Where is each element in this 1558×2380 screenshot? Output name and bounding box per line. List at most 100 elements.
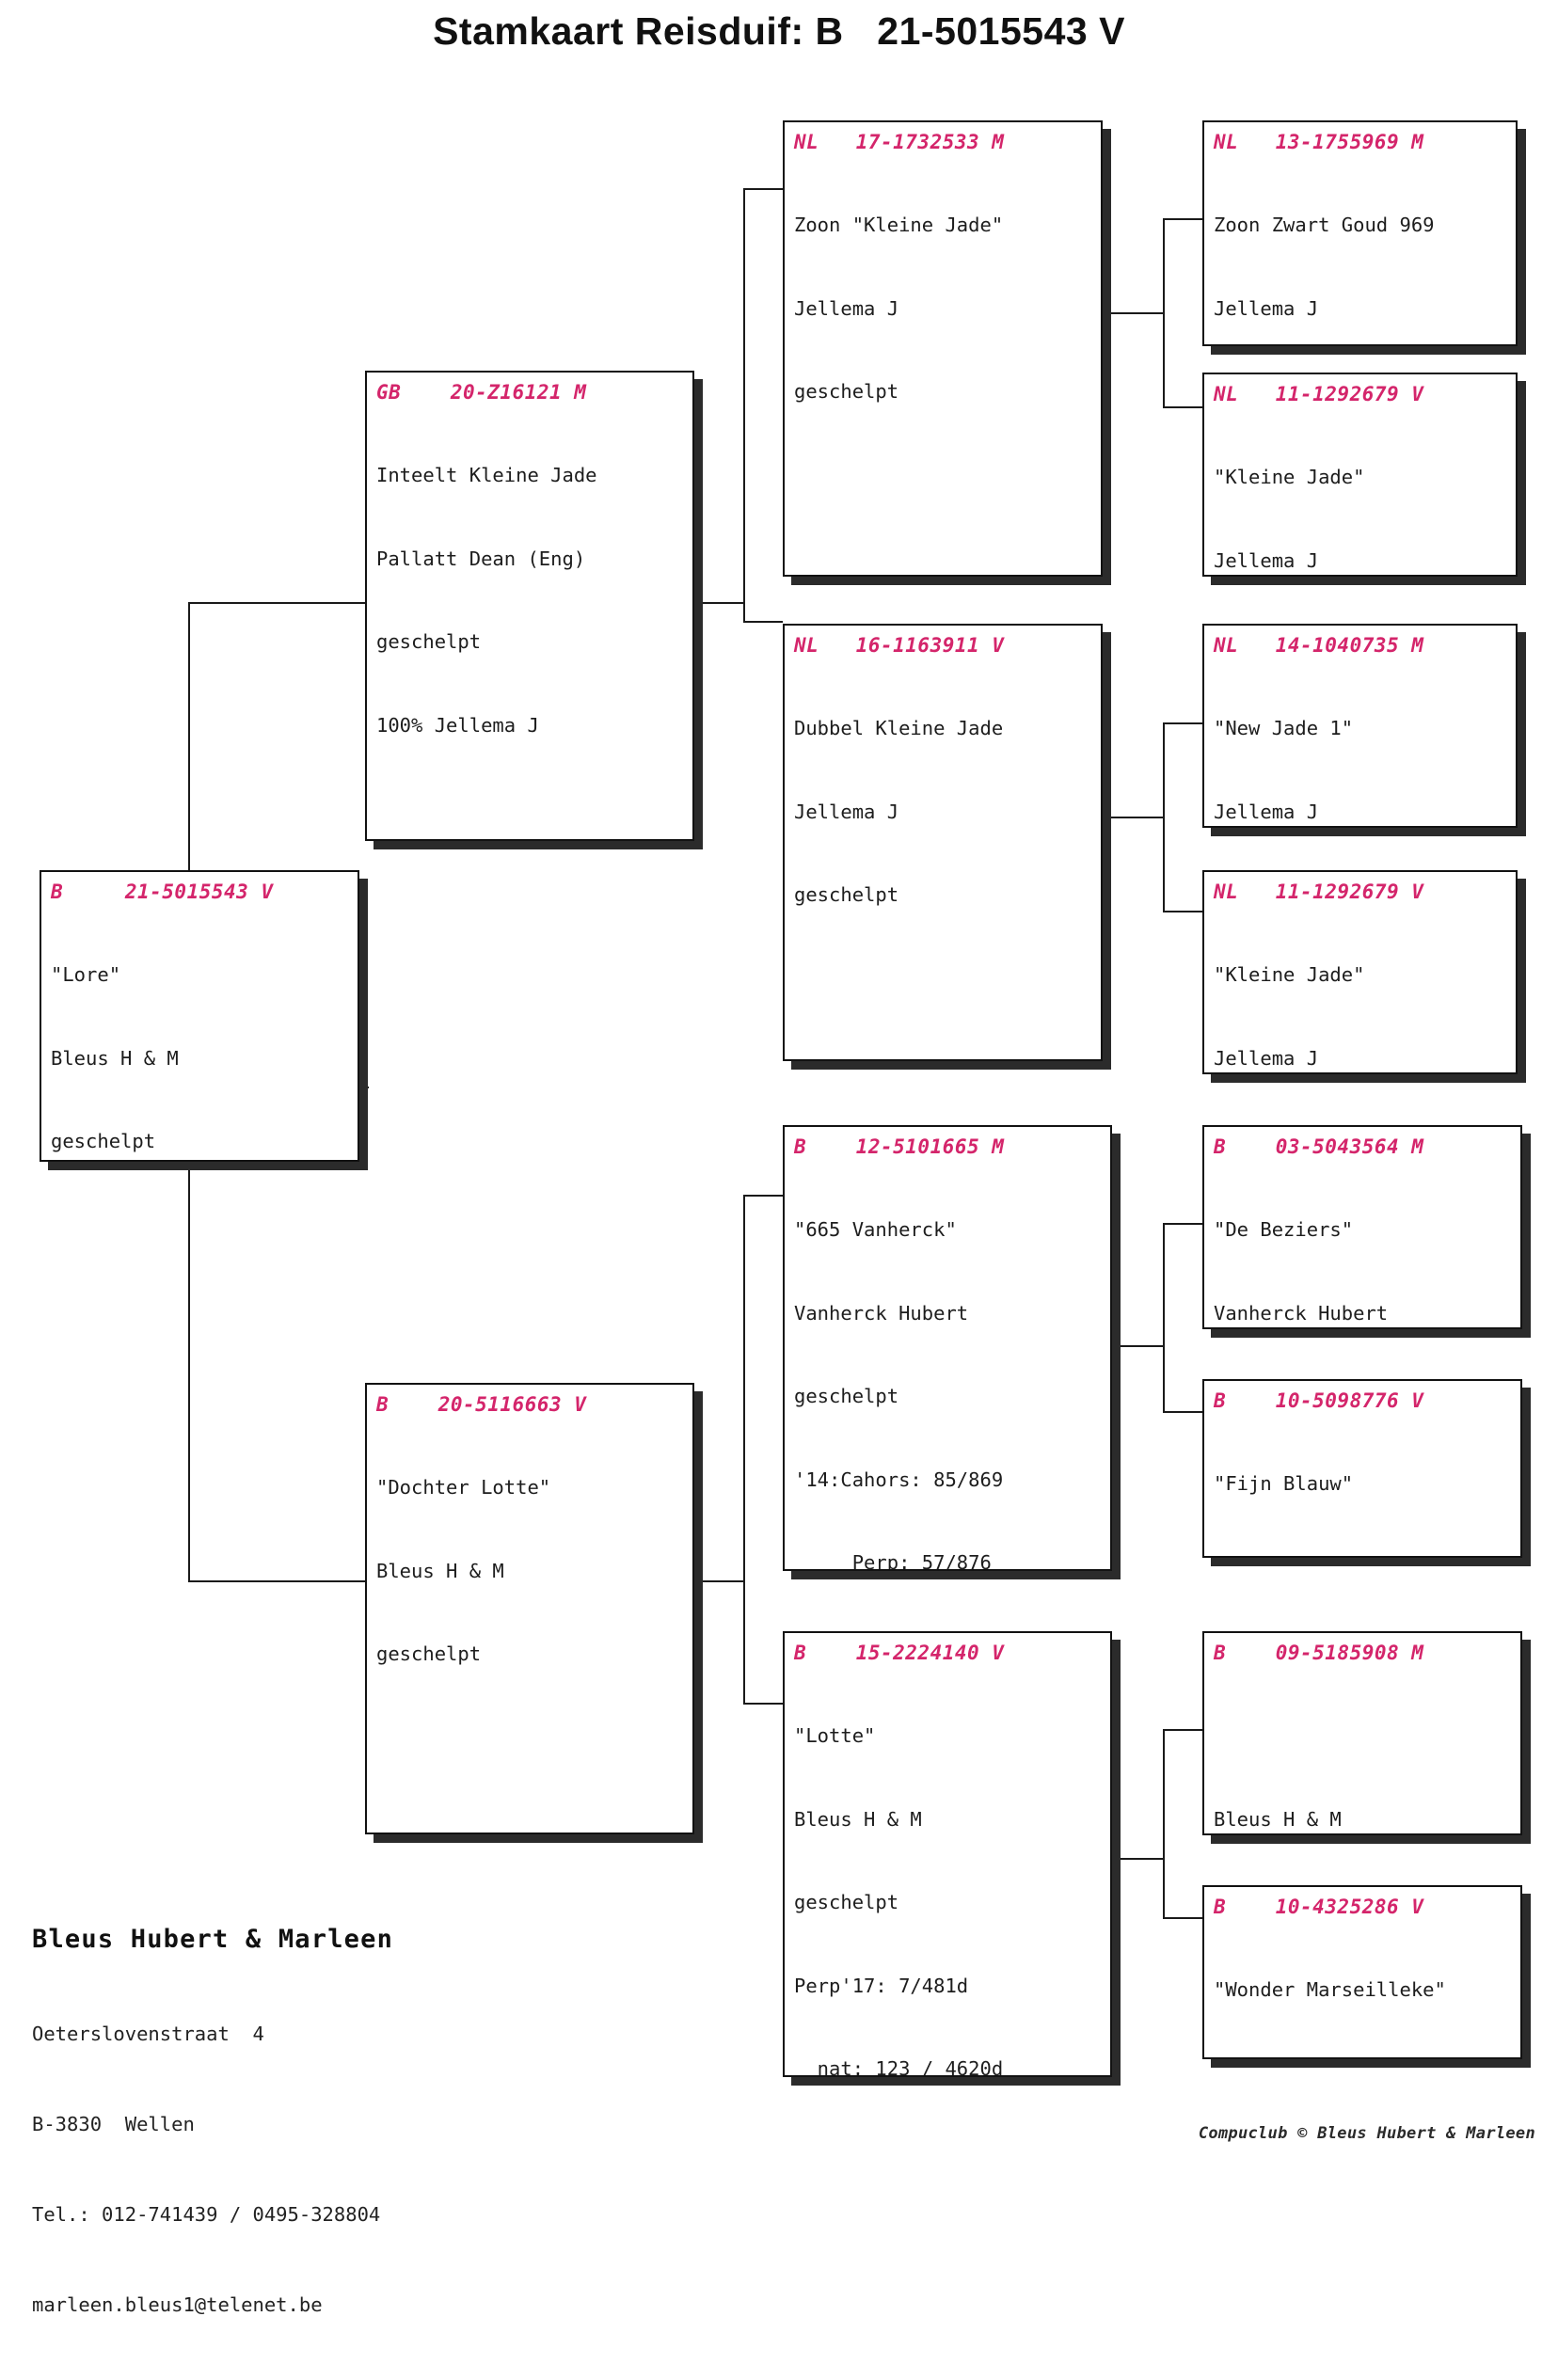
connector-mm-bottom (1163, 1917, 1202, 1919)
ring-number-father-father: NL 17-1732533 M (794, 131, 1005, 153)
page-title: Stamkaart Reisduif: B 21-5015543 V (433, 9, 1125, 53)
detail-line: Bleus H & M (51, 1046, 179, 1070)
detail-line: "De Beziers" (1214, 1218, 1354, 1241)
connector-mm-top (1163, 1729, 1202, 1731)
detail-line: 100% Jellema J (376, 713, 539, 737)
details-father-mother: Dubbel Kleine Jade Jellema J geschelpt (794, 659, 1092, 965)
pedigree-box-ff-m[interactable]: NL 11-1292679 V "Kleine Jade" Jellema J … (1202, 373, 1518, 577)
details-subject: "Lore" Bleus H & M geschelpt 2°prov.StVi… (51, 906, 349, 1160)
connector-ff-bottom (1163, 406, 1202, 408)
pedigree-box-mm-m[interactable]: B 10-4325286 V "Wonder Marseilleke" Meir… (1202, 1885, 1522, 2059)
details-ff-m: "Kleine Jade" Jellema J geschelpt 1°int.… (1214, 408, 1507, 575)
ring-number-mm-f: B 09-5185908 M (1214, 1642, 1424, 1664)
connector-mother-top (743, 1195, 783, 1197)
breeder-name: Bleus Hubert & Marleen (32, 1925, 394, 1954)
pedigree-box-mf-m[interactable]: B 10-5098776 V "Fijn Blauw" Vanherck Hub… (1202, 1379, 1522, 1558)
ring-number-father-mother: NL 16-1163911 V (794, 634, 1005, 657)
detail-line: Vanherck Hubert (1214, 1554, 1512, 1557)
detail-line: geschelpt (794, 1891, 899, 1913)
ring-number-father: GB 20-Z16121 M (376, 381, 587, 404)
detail-line: "Lore" (51, 963, 121, 986)
detail-line: "665 Vanherck" (794, 1218, 957, 1241)
detail-line: Jellema J (1214, 1046, 1319, 1070)
details-ff-f: Zoon Zwart Goud 969 Jellema J Vader van:… (1214, 156, 1507, 344)
details-father: Inteelt Kleine Jade Pallatt Dean (Eng) g… (376, 406, 684, 795)
pedigree-box-mother-father[interactable]: B 12-5101665 M "665 Vanherck" Vanherck H… (783, 1125, 1112, 1571)
detail-line: Jellema J (1214, 800, 1319, 823)
pedigree-box-mf-f[interactable]: B 03-5043564 M "De Beziers" Vanherck Hub… (1202, 1125, 1522, 1329)
detail-line: "Wonder Marseilleke" (1214, 1978, 1446, 2001)
ring-number-mother: B 20-5116663 V (376, 1393, 587, 1416)
connector-mother-vertical (743, 1195, 745, 1703)
detail-line: Jellema J (1214, 548, 1319, 572)
ring-number-mother-mother: B 15-2224140 V (794, 1642, 1005, 1664)
detail-line: Bleus H & M (794, 1807, 922, 1831)
connector-mf-top (1163, 1223, 1202, 1225)
detail-line: geschelpt (376, 1642, 482, 1665)
detail-line: Jellema J (794, 296, 899, 320)
detail-line (1214, 1722, 1512, 1751)
pedigree-box-mother-mother[interactable]: B 15-2224140 V "Lotte" Bleus H & M gesch… (783, 1631, 1112, 2077)
connector-mf-bottom (1163, 1411, 1202, 1413)
pedigree-box-father-mother[interactable]: NL 16-1163911 V Dubbel Kleine Jade Jelle… (783, 624, 1103, 1061)
pedigree-box-fm-f[interactable]: NL 14-1040735 M "New Jade 1" Jellema J G… (1202, 624, 1518, 828)
pedigree-box-fm-m[interactable]: NL 11-1292679 V "Kleine Jade" Jellema J … (1202, 870, 1518, 1074)
breeder-contact-block: Bleus Hubert & Marleen Oeterslovenstraat… (32, 1921, 615, 2380)
pedigree-box-father-father[interactable]: NL 17-1732533 M Zoon "Kleine Jade" Jelle… (783, 120, 1103, 577)
breeder-address: Oeterslovenstraat 4 B-3830 Wellen Tel.: … (32, 1959, 615, 2380)
pedigree-box-ff-f[interactable]: NL 13-1755969 M Zoon Zwart Goud 969 Jell… (1202, 120, 1518, 346)
pedigree-box-subject[interactable]: B 21-5015543 V "Lore" Bleus H & M gesche… (40, 870, 359, 1162)
connector-mf-stem (1110, 1345, 1165, 1347)
connector-father-top (743, 188, 783, 190)
connector-father-vertical (743, 188, 745, 621)
email-line[interactable]: marleen.bleus1@telenet.be (32, 2293, 323, 2316)
detail-line: Bleus H & M (1214, 1807, 1342, 1831)
ring-number-mf-f: B 03-5043564 M (1214, 1135, 1424, 1158)
detail-line: Zoon Zwart Goud 969 (1214, 214, 1435, 236)
connector-mf-vertical (1163, 1223, 1165, 1411)
detail-line: "New Jade 1" (1214, 717, 1354, 739)
ring-number-fm-f: NL 14-1040735 M (1214, 634, 1424, 657)
ring-number-mf-m: B 10-5098776 V (1214, 1389, 1424, 1412)
ring-number-fm-m: NL 11-1292679 V (1214, 881, 1424, 903)
detail-line: Pallatt Dean (Eng) (376, 547, 586, 570)
detail-line: "Dochter Lotte" (376, 1476, 551, 1499)
connector-fm-stem (1110, 817, 1165, 818)
detail-line: nat: 123 / 4620d (794, 2057, 1004, 2077)
connector-fm-bottom (1163, 911, 1202, 912)
detail-line: "Lotte" (794, 1724, 876, 1747)
details-mother-father: "665 Vanherck" Vanherck Hubert geschelpt… (794, 1161, 1102, 1571)
detail-line: geschelpt (51, 1130, 156, 1152)
detail-line: Jellema J (1214, 296, 1319, 320)
ring-number-ff-m: NL 11-1292679 V (1214, 383, 1424, 405)
detail-line: Dubbel Kleine Jade (794, 717, 1004, 739)
detail-line: geschelpt (794, 1385, 899, 1407)
connector-subject-stem (356, 1087, 369, 1088)
details-fm-m: "Kleine Jade" Jellema J geschelpt 1°int.… (1214, 906, 1507, 1072)
details-mother-mother: "Lotte" Bleus H & M geschelpt Perp'17: 7… (794, 1667, 1102, 2077)
pedigree-box-father[interactable]: GB 20-Z16121 M Inteelt Kleine Jade Palla… (365, 371, 694, 841)
detail-line: "Kleine Jade" (1214, 466, 1365, 488)
detail-line: geschelpt (794, 883, 899, 906)
detail-line: Perp: 57/876 (794, 1551, 992, 1571)
ring-number-ff-f: NL 13-1755969 M (1214, 131, 1424, 153)
details-mm-f: Bleus H & M donker geschelpt 32°Bordeaux… (1214, 1667, 1512, 1833)
details-fm-f: "New Jade 1" Jellema J Geschelpte witpen… (1214, 659, 1507, 826)
detail-line: Jellema J (794, 800, 899, 823)
detail-line: "Fijn Blauw" (1214, 1472, 1354, 1495)
pedigree-box-mm-f[interactable]: B 09-5185908 M Bleus H & M donker gesche… (1202, 1631, 1522, 1835)
detail-line: geschelpt (794, 380, 899, 403)
copyright-notice: Compuclub © Bleus Hubert & Marleen (1198, 2124, 1535, 2143)
detail-line: '14:Cahors: 85/869 (794, 1468, 1004, 1491)
connector-ff-stem (1110, 312, 1165, 314)
connector-mother-stem (692, 1580, 745, 1582)
pedigree-box-mother[interactable]: B 20-5116663 V "Dochter Lotte" Bleus H &… (365, 1383, 694, 1834)
connector-father-bottom (743, 621, 783, 623)
details-mother: "Dochter Lotte" Bleus H & M geschelpt (376, 1419, 684, 1724)
detail-line: Inteelt Kleine Jade (376, 464, 597, 486)
details-mf-m: "Fijn Blauw" Vanherck Hubert Blauw witpe… (1214, 1415, 1512, 1557)
detail-line: "Kleine Jade" (1214, 963, 1365, 986)
detail-line: Zoon "Kleine Jade" (794, 214, 1004, 236)
ring-number-mm-m: B 10-4325286 V (1214, 1896, 1424, 1918)
detail-line: Vanherck Hubert (1214, 1301, 1389, 1325)
